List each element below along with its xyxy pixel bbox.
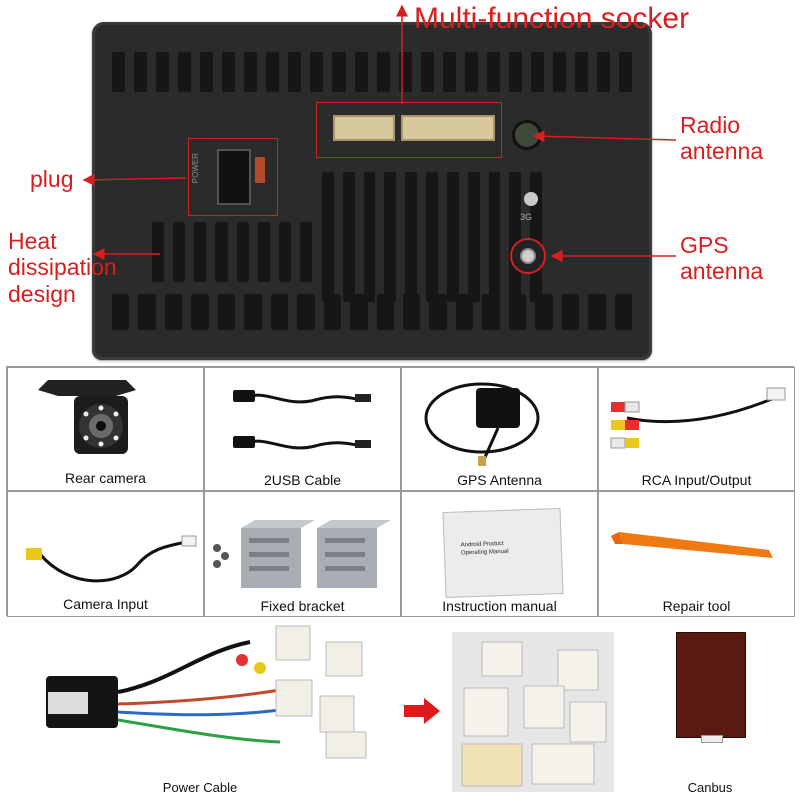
gps-antenna-icon xyxy=(424,382,540,466)
repair-tool-icon xyxy=(611,532,773,558)
multifunction-socket-right xyxy=(401,115,495,141)
instruction-manual-label: Instruction manual xyxy=(442,598,557,614)
camera-input-label: Camera Input xyxy=(63,596,148,612)
accessory-usb-cable: 2USB Cable xyxy=(204,367,401,491)
usb-cable-label: 2USB Cable xyxy=(263,472,342,488)
multifunction-socket-label: Multi-function socker xyxy=(414,2,690,35)
heat-dissipation-label: Heat dissipation design xyxy=(8,228,117,307)
gps-antenna-label: GPS antenna xyxy=(680,232,764,285)
canbus-label: Canbus xyxy=(687,780,733,795)
accessory-grid: Rear camera 2USB Cable GPS Antenna xyxy=(6,366,795,617)
accessory-repair-tool: Repair tool xyxy=(598,491,795,617)
connector-kit-photo xyxy=(452,632,614,792)
power-plug-socket xyxy=(217,149,251,205)
manual-booklet: Android Product Operating Manual xyxy=(442,507,564,599)
camera-input-icon xyxy=(26,535,197,583)
head-unit-rear-view: POWER 3G Multi-function socker Radio ant… xyxy=(0,0,800,362)
fuse xyxy=(255,157,265,183)
annotation-arrows xyxy=(82,4,677,262)
middle-vent-ribs xyxy=(322,172,542,302)
repair-tool-label: Repair tool xyxy=(662,598,731,614)
fixed-bracket-label: Fixed bracket xyxy=(260,598,345,614)
head-unit-back-panel: POWER 3G xyxy=(92,22,652,360)
manual-line-2: Operating Manual xyxy=(460,548,509,557)
power-cable-label: Power Cable xyxy=(162,780,238,795)
rca-cable-icon xyxy=(610,387,786,449)
plug-arrow xyxy=(82,173,187,186)
arrow-right-icon xyxy=(404,698,440,724)
fixed-bracket-icon xyxy=(213,520,391,588)
top-vent-ribs xyxy=(112,52,633,92)
bottom-vent-ribs xyxy=(112,294,633,330)
multifunction-socket-left xyxy=(333,115,395,141)
gps-antenna-port-highlight xyxy=(510,238,546,274)
multifunction-socket-highlight xyxy=(316,102,502,158)
3g-port xyxy=(524,192,538,206)
heat-dissipation-ribs xyxy=(152,222,312,282)
manual-line-1: Android Product xyxy=(460,540,504,549)
gps-antenna-label-item: GPS Antenna xyxy=(457,472,542,488)
accessory-instruction-manual: Android Product Operating Manual Instruc… xyxy=(401,491,598,617)
power-cable-harness-icon xyxy=(46,625,367,759)
accessory-gps-antenna: GPS Antenna xyxy=(401,367,598,491)
accessory-fixed-bracket: Fixed bracket xyxy=(204,491,401,617)
connectors-icon xyxy=(461,641,607,787)
gps-mark: 3G xyxy=(520,212,533,222)
plug-label: plug xyxy=(30,166,74,192)
canbus-box xyxy=(676,632,746,743)
accessory-rear-camera: Rear camera xyxy=(7,367,204,491)
rear-camera-icon xyxy=(38,380,136,454)
accessory-camera-input: Camera Input xyxy=(7,491,204,617)
rear-camera-label: Rear camera xyxy=(65,470,146,486)
radio-antenna-label: Radio antenna xyxy=(680,112,764,165)
rca-cable-label: RCA Input/Output xyxy=(641,472,752,488)
power-plug-highlight: POWER xyxy=(188,138,278,216)
usb-cable-icon xyxy=(233,390,371,450)
radio-arrow xyxy=(532,130,677,143)
accessory-rca-cable: RCA Input/Output xyxy=(598,367,795,491)
